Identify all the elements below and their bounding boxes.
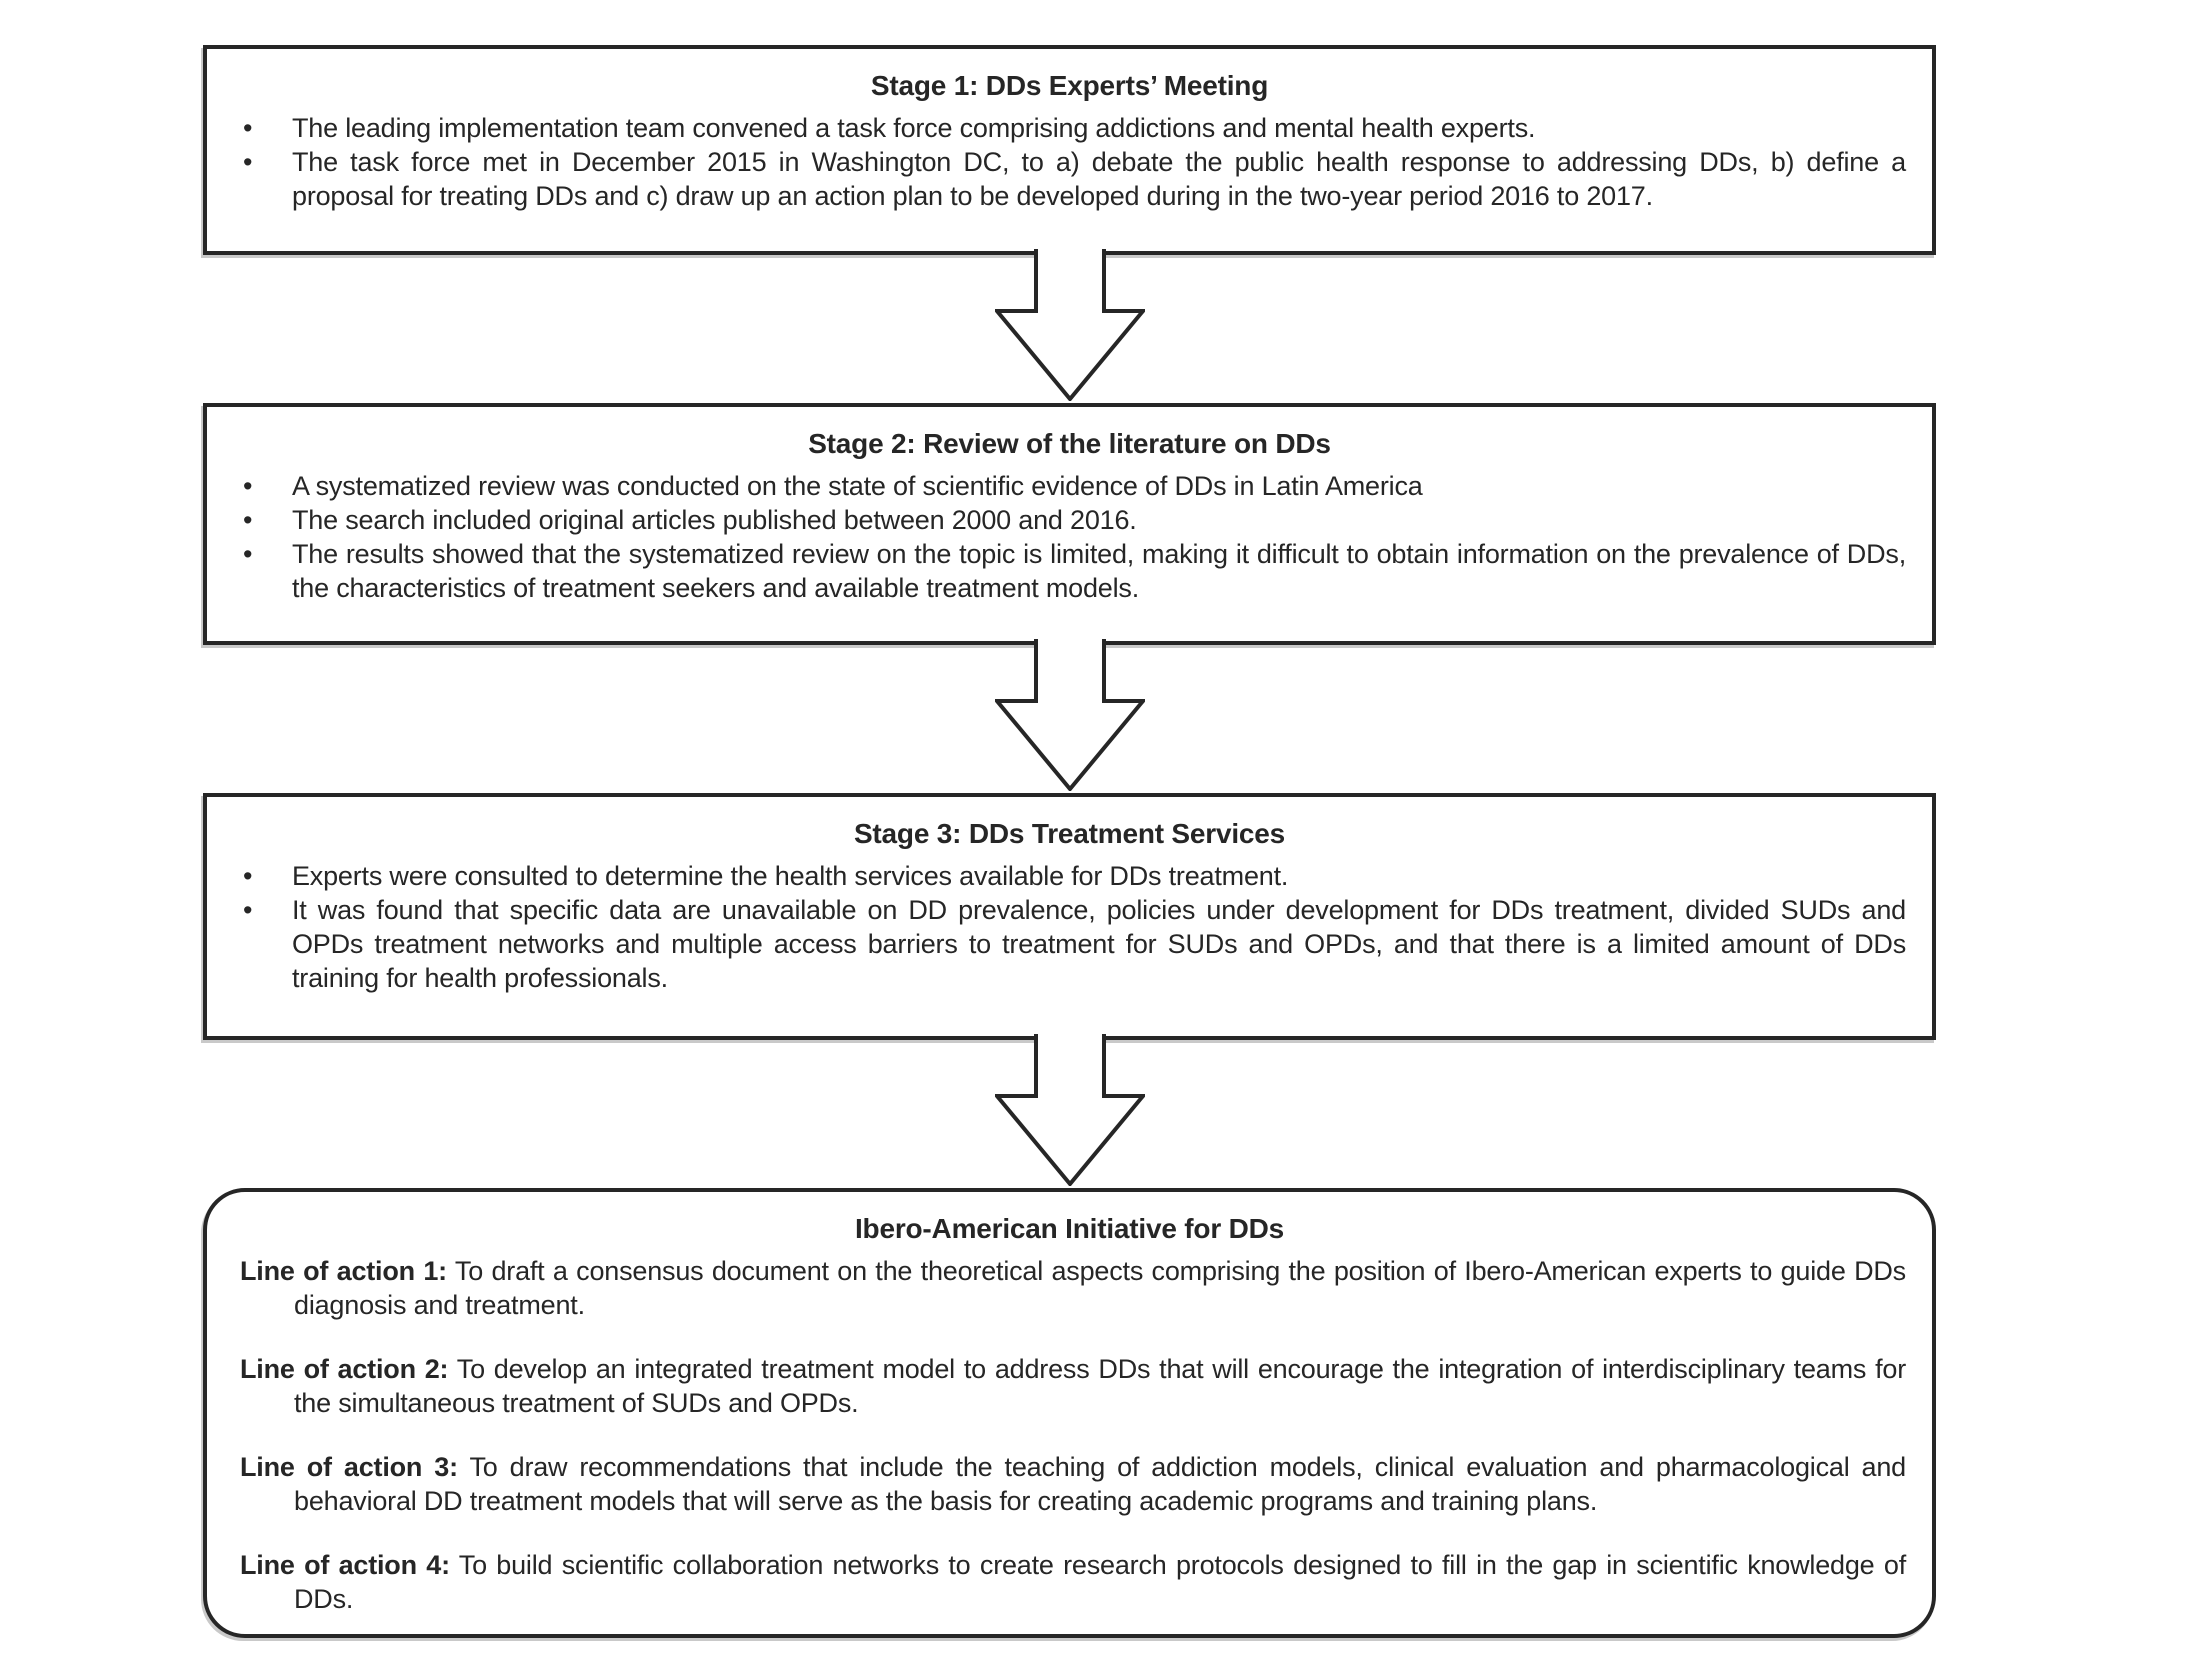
stage1-title: Stage 1: DDs Experts’ Meeting bbox=[870, 70, 1269, 101]
outcome-box: Ibero-American Initiative for DDs Line o… bbox=[203, 1188, 1936, 1638]
line-of-action-label: Line of action 2: bbox=[240, 1354, 449, 1384]
down-arrow-icon bbox=[994, 1034, 1145, 1186]
stage2-bullet-list: • A systematized review was conducted on… bbox=[233, 469, 1906, 605]
bullet-icon: • bbox=[243, 505, 253, 535]
line-of-action-label: Line of action 4: bbox=[240, 1550, 450, 1580]
bullet-text: The results showed that the systematized… bbox=[292, 539, 1906, 603]
line-of-action-3: Line of action 3: To draw recommendation… bbox=[233, 1450, 1906, 1518]
stage1-box: Stage 1: DDs Experts’ Meeting • The lead… bbox=[203, 45, 1936, 255]
outcome-title: Ibero-American Initiative for DDs bbox=[854, 1213, 1285, 1244]
bullet-text: The leading implementation team convened… bbox=[292, 113, 1536, 143]
bullet-icon: • bbox=[243, 539, 253, 569]
bullet-text: A systematized review was conducted on t… bbox=[292, 471, 1423, 501]
bullet-text: Experts were consulted to determine the … bbox=[292, 861, 1289, 891]
bullet-item: • The task force met in December 2015 in… bbox=[233, 145, 1906, 213]
bullet-icon: • bbox=[243, 861, 253, 891]
line-of-action-4: Line of action 4: To build scientific co… bbox=[233, 1548, 1906, 1616]
bullet-icon: • bbox=[243, 147, 253, 177]
bullet-item: • The results showed that the systematiz… bbox=[233, 537, 1906, 605]
bullet-item: • A systematized review was conducted on… bbox=[233, 469, 1906, 503]
line-of-action-label: Line of action 1: bbox=[240, 1256, 447, 1286]
line-of-action-text: To draft a consensus document on the the… bbox=[294, 1256, 1906, 1320]
down-arrow-icon bbox=[994, 639, 1145, 791]
bullet-text: The task force met in December 2015 in W… bbox=[292, 147, 1906, 211]
stage1-bullet-list: • The leading implementation team conven… bbox=[233, 111, 1906, 213]
bullet-item: • It was found that specific data are un… bbox=[233, 893, 1906, 995]
line-of-action-label: Line of action 3: bbox=[240, 1452, 458, 1482]
flowchart: Stage 1: DDs Experts’ Meeting • The lead… bbox=[203, 0, 1936, 1638]
stage2-title: Stage 2: Review of the literature on DDs bbox=[808, 428, 1331, 459]
line-of-action-text: To develop an integrated treatment model… bbox=[294, 1354, 1907, 1418]
bullet-item: • Experts were consulted to determine th… bbox=[233, 859, 1906, 893]
bullet-icon: • bbox=[243, 113, 253, 143]
bullet-icon: • bbox=[243, 895, 253, 925]
line-of-action-text: To draw recommendations that include the… bbox=[294, 1452, 1906, 1516]
bullet-text: It was found that specific data are unav… bbox=[292, 895, 1906, 993]
bullet-item: • The search included original articles … bbox=[233, 503, 1906, 537]
bullet-text: The search included original articles pu… bbox=[292, 505, 1137, 535]
line-of-action-text: To build scientific collaboration networ… bbox=[294, 1550, 1906, 1614]
stage2-box: Stage 2: Review of the literature on DDs… bbox=[203, 403, 1936, 645]
bullet-item: • The leading implementation team conven… bbox=[233, 111, 1906, 145]
stage3-bullet-list: • Experts were consulted to determine th… bbox=[233, 859, 1906, 995]
stage3-box: Stage 3: DDs Treatment Services • Expert… bbox=[203, 793, 1936, 1040]
line-of-action-2: Line of action 2: To develop an integrat… bbox=[233, 1352, 1906, 1420]
bullet-icon: • bbox=[243, 471, 253, 501]
line-of-action-1: Line of action 1: To draft a consensus d… bbox=[233, 1254, 1906, 1322]
stage3-title: Stage 3: DDs Treatment Services bbox=[853, 818, 1286, 849]
down-arrow-icon bbox=[994, 249, 1145, 401]
